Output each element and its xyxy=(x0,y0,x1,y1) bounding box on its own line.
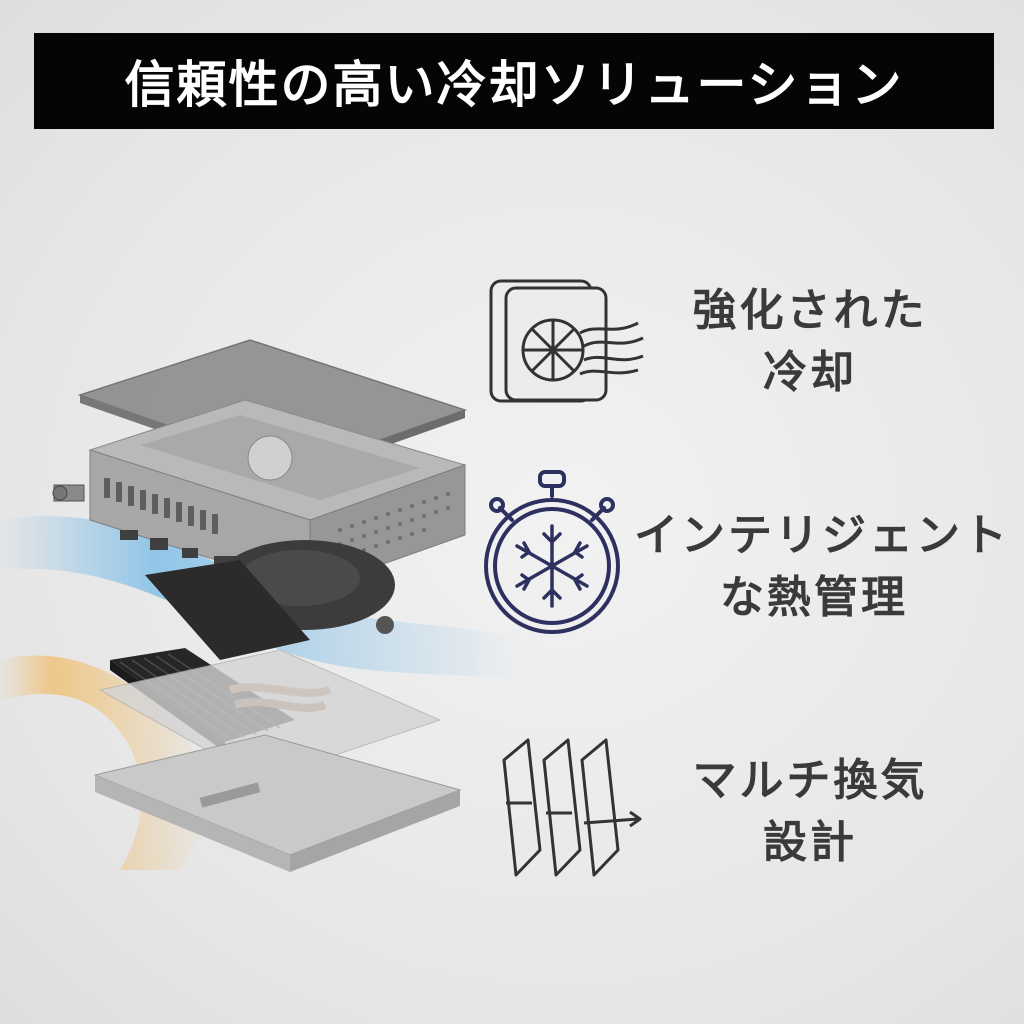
feature-intelligent-thermal-line1: インテリジェント xyxy=(634,510,1010,561)
feature-enhanced-cooling-line1: 強化された xyxy=(692,285,928,336)
fan-duct xyxy=(145,560,310,660)
feature-multi-ventilation-line2: 設計 xyxy=(763,817,857,868)
title-banner: 信頼性の高い冷却ソリューション xyxy=(34,33,994,129)
feature-enhanced-cooling: 強化された 冷却 xyxy=(675,280,945,404)
multi-vent-panels-icon xyxy=(502,738,642,877)
feature-intelligent-thermal: インテリジェント な熱管理 xyxy=(634,505,1010,629)
feature-multi-ventilation: マルチ換気 設計 xyxy=(675,750,945,874)
stopwatch-snowflake-icon xyxy=(484,470,620,634)
mini-pc-exploded-illustration xyxy=(0,339,520,872)
front-vents xyxy=(104,478,218,534)
feature-multi-ventilation-line1: マルチ換気 xyxy=(692,755,928,806)
page-title: 信頼性の高い冷却ソリューション xyxy=(124,56,904,114)
fan-airflow-icon xyxy=(489,279,644,403)
feature-enhanced-cooling-line2: 冷却 xyxy=(763,347,857,398)
feature-intelligent-thermal-line2: な熱管理 xyxy=(720,572,908,623)
